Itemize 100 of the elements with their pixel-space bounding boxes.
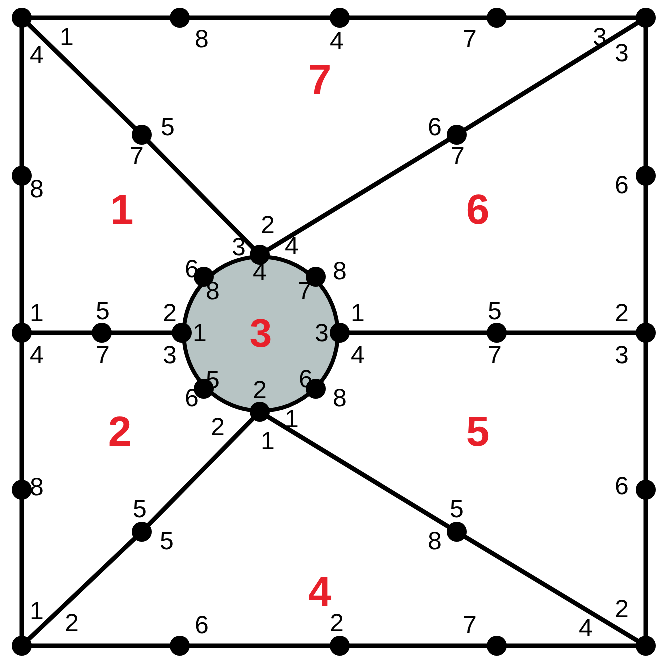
mesh-edge (146, 416, 256, 528)
mesh-edge (266, 138, 450, 252)
mesh-edge (349, 330, 488, 336)
mesh-edge (266, 414, 450, 530)
mesh-node-dot (330, 8, 350, 28)
mesh-node-dot (636, 323, 656, 343)
local-node-number: 6 (615, 174, 629, 198)
local-node-number: 4 (285, 234, 299, 260)
local-node-number: 3 (163, 344, 177, 368)
mesh-edge (189, 16, 331, 20)
mesh-node-dot (636, 166, 656, 186)
mesh-node-dot (636, 636, 656, 656)
mesh-edge (644, 499, 648, 637)
local-node-number: 8 (195, 28, 209, 52)
local-node-number: 6 (195, 614, 209, 638)
local-node-number: 4 (30, 344, 44, 368)
local-node-number: 8 (428, 530, 442, 554)
mesh-edge (644, 27, 648, 167)
local-node-number: 2 (65, 612, 79, 636)
mesh-edge (463, 20, 640, 132)
local-node-number: 1 (30, 600, 44, 624)
local-node-number: 8 (333, 260, 347, 284)
mesh-node-dot (487, 323, 507, 343)
local-node-number: 4 (579, 616, 593, 642)
region-number: 3 (250, 314, 272, 354)
mesh-edge (644, 185, 648, 324)
mesh-edge (31, 330, 93, 336)
local-node-number: 2 (330, 612, 344, 636)
local-node-number: 8 (30, 476, 44, 500)
local-node-number: 4 (351, 344, 365, 368)
local-node-number: 2 (615, 598, 629, 622)
mesh-edge (20, 342, 24, 481)
local-node-number: 4 (330, 30, 344, 54)
local-node-number: 4 (253, 260, 267, 286)
mesh-edge (506, 330, 637, 336)
mesh-node-dot (12, 323, 32, 343)
mesh-node-dot (12, 636, 32, 656)
local-node-number: 8 (30, 178, 44, 202)
mesh-node-dot (12, 8, 32, 28)
local-node-number: 3 (615, 42, 629, 66)
local-node-number: 6 (428, 116, 442, 140)
mesh-edge (506, 644, 637, 648)
region-number: 7 (308, 59, 332, 101)
mesh-node-dot (330, 636, 350, 656)
mesh-edge (349, 16, 488, 20)
mesh-node-dot (170, 636, 190, 656)
local-node-number: 2 (163, 302, 177, 326)
local-node-number: 1 (193, 322, 207, 346)
mesh-node-dot (92, 323, 112, 343)
mesh-node-dot (636, 480, 656, 500)
mesh-edge (26, 22, 138, 130)
mesh-edge (506, 16, 637, 20)
region-number: 6 (466, 189, 490, 231)
local-node-number: 2 (211, 416, 225, 440)
mesh-node-dot (170, 8, 190, 28)
mesh-node-dot (487, 636, 507, 656)
local-node-number: 5 (96, 300, 110, 324)
local-node-number: 1 (30, 302, 44, 326)
mesh-edge (31, 644, 171, 648)
mesh-node-dot (12, 166, 32, 186)
mesh-node-dot (172, 323, 192, 343)
local-node-number: 5 (161, 116, 175, 140)
local-node-number: 8 (333, 386, 347, 412)
local-node-number: 6 (615, 474, 629, 500)
local-node-number: 7 (463, 614, 477, 638)
mesh-edge (644, 342, 648, 481)
local-node-number: 7 (451, 144, 465, 170)
mesh-node-dot (132, 522, 152, 542)
local-node-number: 1 (351, 302, 365, 326)
mesh-edge (20, 27, 24, 167)
local-node-number: 1 (285, 408, 299, 432)
local-node-number: 7 (130, 144, 144, 170)
mesh-node-dot (132, 125, 152, 145)
local-node-number: 5 (488, 300, 502, 324)
local-node-number: 4 (30, 44, 44, 68)
mesh-node-dot (12, 480, 32, 500)
local-node-number: 7 (488, 344, 502, 368)
local-node-number: 5 (450, 498, 464, 522)
mesh-node-dot (447, 522, 467, 542)
mesh-node-dot (330, 323, 350, 343)
local-node-number: 1 (261, 430, 275, 454)
mesh-node-dot (487, 8, 507, 28)
mesh-edge (189, 644, 331, 648)
mesh-node-dot (636, 8, 656, 28)
local-node-number: 3 (232, 236, 246, 260)
mesh-edge (20, 499, 24, 637)
region-number: 5 (466, 411, 490, 453)
mesh-edge (31, 16, 171, 20)
local-node-number: 1 (60, 26, 74, 50)
mesh-edge (111, 330, 173, 336)
mesh-node-dot (447, 125, 467, 145)
local-node-number: 2 (615, 302, 629, 326)
local-node-number: 3 (615, 344, 629, 368)
mesh-edge (20, 185, 24, 324)
local-node-number: 5 (133, 498, 147, 522)
local-node-number: 2 (261, 214, 275, 238)
region-number: 2 (108, 411, 132, 453)
mesh-edge (26, 536, 138, 642)
mesh-edge (464, 534, 640, 644)
mesh-edge (146, 140, 256, 250)
